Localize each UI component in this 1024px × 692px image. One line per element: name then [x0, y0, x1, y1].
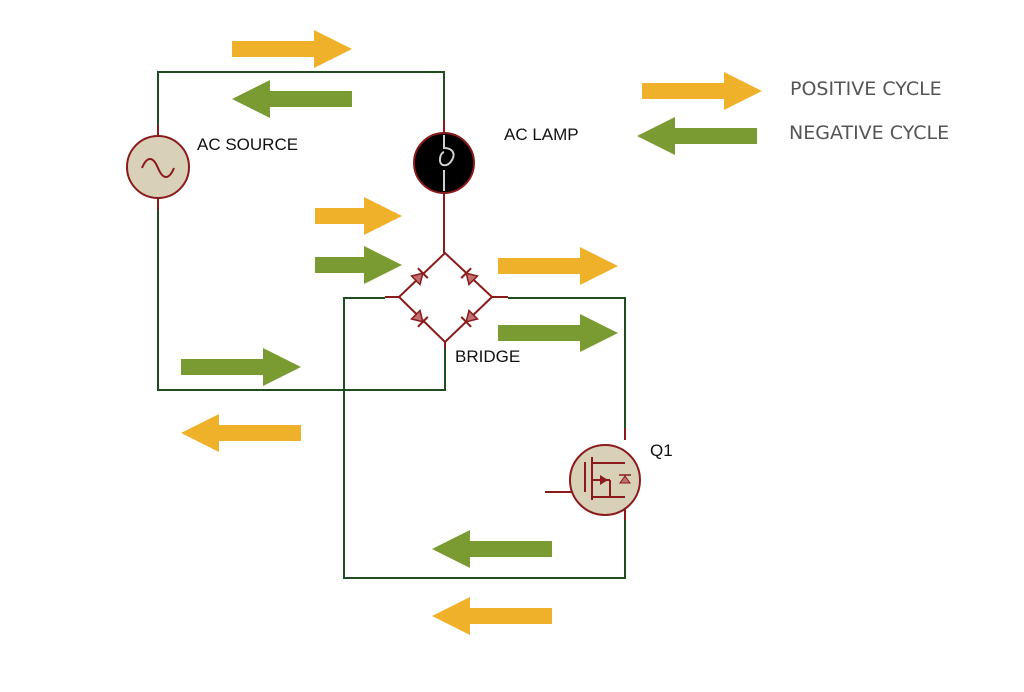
ac-lamp-label: AC LAMP	[504, 125, 579, 144]
legend-negative-label: NEGATIVE CYCLE	[789, 122, 949, 144]
ac-source-label: AC SOURCE	[197, 135, 298, 154]
arrow-positive	[232, 30, 352, 68]
ac-lamp	[413, 120, 475, 206]
sine-wave-icon	[141, 158, 175, 178]
arrow-negative	[232, 80, 352, 118]
arrow-positive	[315, 197, 402, 235]
arrow-negative	[432, 530, 552, 568]
main-loop-wires	[157, 71, 446, 391]
current-flow-arrows	[181, 30, 618, 635]
legend: POSITIVE CYCLE NEGATIVE CYCLE	[637, 72, 949, 155]
arrow-positive	[432, 597, 552, 635]
q1-label: Q1	[650, 441, 673, 460]
legend-positive-label: POSITIVE CYCLE	[790, 78, 942, 100]
arrow-negative	[181, 348, 301, 386]
switch-loop-wires	[343, 297, 626, 579]
legend-positive-arrow	[642, 72, 762, 110]
arrow-positive	[498, 247, 618, 285]
diode-bridge-icon	[385, 251, 508, 348]
arrow-negative	[498, 314, 618, 352]
arrow-negative	[315, 246, 402, 284]
ac-source	[126, 125, 190, 210]
legend-negative-arrow	[637, 117, 757, 155]
lamp-filament-icon	[438, 135, 455, 191]
arrow-positive	[181, 414, 301, 452]
bridge-label: BRIDGE	[455, 347, 520, 366]
mosfet-icon	[545, 428, 641, 520]
